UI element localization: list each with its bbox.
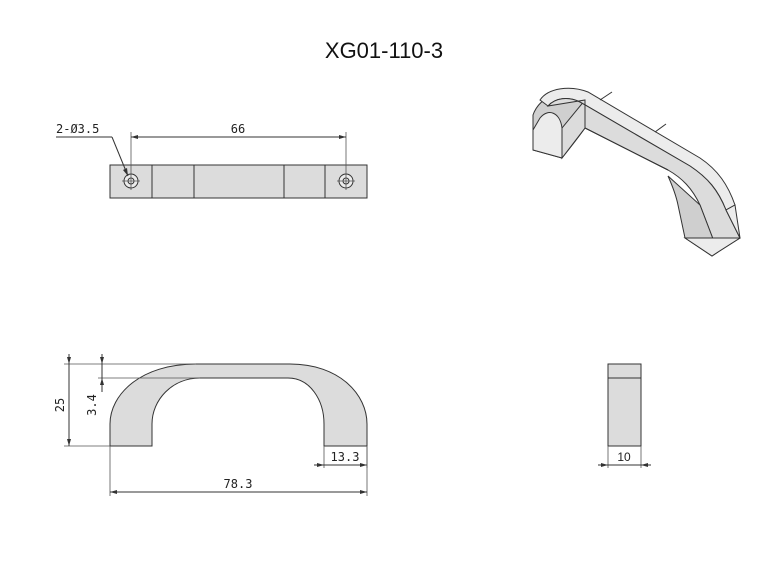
- front-view-body: [109, 363, 368, 447]
- hole-left: [122, 172, 140, 190]
- side-view: 10: [598, 363, 651, 468]
- drawing-title: XG01-110-3: [324, 38, 444, 63]
- side-view-body: [607, 363, 642, 447]
- dim-width: 10: [617, 450, 631, 464]
- dim-holes: 2-Ø3.5: [56, 122, 99, 136]
- dim-hole-spacing: 66: [231, 122, 245, 136]
- dim-height: 25: [53, 398, 67, 412]
- front-view: 25 3.4 13.3 78.3: [53, 354, 368, 496]
- dim-foot-width: 13.3: [331, 450, 360, 464]
- isometric-view: [532, 87, 741, 257]
- hole-right: [337, 172, 355, 190]
- dim-thickness: 3.4: [85, 394, 99, 416]
- top-view-body: [109, 164, 368, 199]
- top-view: 66 2-Ø3.5: [56, 122, 368, 199]
- dim-overall-length: 78.3: [224, 477, 253, 491]
